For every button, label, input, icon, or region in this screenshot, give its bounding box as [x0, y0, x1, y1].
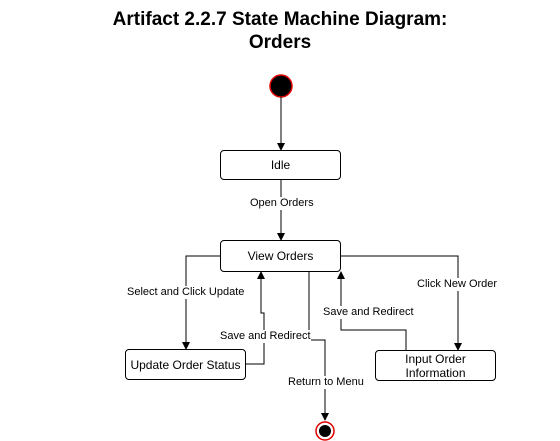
transition-select-and-click-update	[182, 255, 220, 350]
transition-click-new-order	[341, 255, 462, 351]
transition-save-and-redirect-left	[246, 271, 265, 365]
state-input-order-information: Input Order Information	[375, 350, 496, 381]
state-update-order-status: Update Order Status	[125, 349, 246, 380]
initial-state-node	[269, 74, 293, 98]
label-click-new-order: Click New Order	[417, 278, 498, 291]
state-idle: Idle	[220, 150, 341, 180]
state-view-orders: View Orders	[220, 240, 341, 272]
state-update-order-status-label: Update Order Status	[130, 357, 241, 372]
label-select-and-click-update: Select and Click Update	[127, 286, 245, 299]
label-save-and-redirect-left: Save and Redirect	[220, 330, 311, 343]
label-return-to-menu: Return to Menu	[288, 376, 364, 389]
title-line-1: Artifact 2.2.7 State Machine Diagram:	[112, 9, 448, 30]
label-open-orders: Open Orders	[250, 197, 314, 210]
transition-return-to-menu	[308, 272, 329, 421]
state-idle-label: Idle	[270, 158, 291, 172]
final-state-node	[315, 421, 335, 441]
state-view-orders-label: View Orders	[247, 249, 314, 263]
transition-save-and-redirect-right	[337, 271, 407, 350]
label-save-and-redirect-right: Save and Redirect	[323, 306, 414, 319]
state-input-order-information-label: Input Order Information	[405, 351, 466, 380]
title-line-2: Orders	[248, 32, 312, 53]
diagram-title: Artifact 2.2.7 State Machine Diagram: Or…	[0, 8, 560, 54]
